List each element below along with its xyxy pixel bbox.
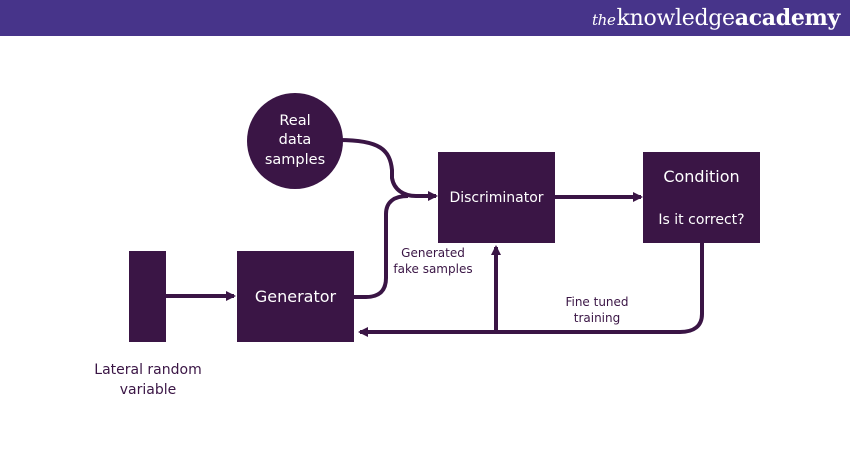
generator-node: Generator: [237, 251, 354, 342]
fine-tuned-label-line-1: Fine tuned: [565, 295, 628, 309]
condition-node: Condition Is it correct?: [643, 152, 760, 243]
real-data-line-3: samples: [265, 152, 325, 168]
discriminator-node: Discriminator: [438, 152, 555, 243]
brand-name-regular: knowledge: [616, 6, 735, 31]
generator-label: Generator: [255, 287, 337, 306]
real-data-line-2: data: [279, 132, 312, 148]
lateral-label-line-2: variable: [120, 382, 176, 398]
real-data-line-1: Real: [279, 113, 310, 129]
condition-feedback-line: [358, 243, 704, 337]
generator-to-discriminator-line: [354, 194, 409, 299]
brand-prefix: the: [591, 11, 616, 29]
lateral-variable-bar: [129, 251, 166, 342]
generated-label-line-2: fake samples: [393, 262, 472, 276]
real-data-node: Real data samples: [247, 93, 343, 189]
generated-label-line-1: Generated: [401, 246, 465, 260]
brand-logo: theknowledgeacademy: [592, 3, 840, 35]
header-bar: theknowledgeacademy: [0, 0, 850, 36]
condition-title: Condition: [663, 167, 739, 186]
fine-tuned-label-line-2: training: [574, 311, 621, 325]
real-to-discriminator-arrow: [338, 138, 438, 201]
discriminator-label: Discriminator: [449, 190, 543, 206]
brand-name-bold: academy: [734, 5, 841, 31]
condition-question: Is it correct?: [658, 212, 744, 228]
lateral-label-line-1: Lateral random: [94, 362, 201, 378]
